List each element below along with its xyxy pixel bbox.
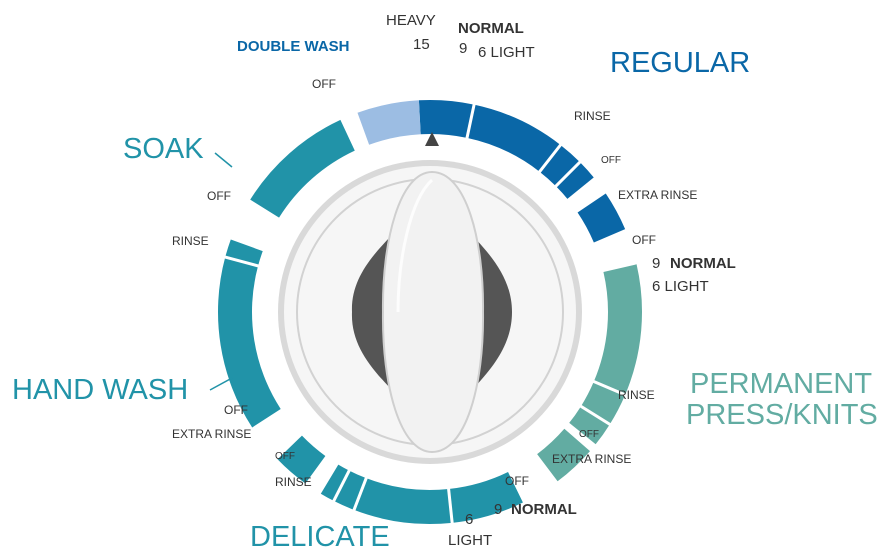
- regular-normal-label: NORMAL: [458, 20, 524, 37]
- perm-press-light-label: 6 LIGHT: [652, 278, 709, 295]
- cycle-label-double-wash: DOUBLE WASH: [237, 38, 350, 55]
- double-wash-off-label: OFF: [312, 77, 336, 91]
- perm-press-segment-normal: [594, 264, 642, 395]
- regular-extra-rinse-label: EXTRA RINSE: [618, 188, 697, 202]
- hand-wash-rinse-label: RINSE: [172, 234, 209, 248]
- regular-rinse-label: RINSE: [574, 109, 611, 123]
- cycle-label-hand-wash: HAND WASH: [12, 374, 188, 406]
- perm-press-extra-rinse-label: EXTRA RINSE: [552, 452, 631, 466]
- regular-light-label: 6 LIGHT: [478, 44, 535, 61]
- perm-press-off-label: OFF: [632, 233, 656, 247]
- delicate-segment-light: [354, 478, 452, 524]
- delicate-normal-number: 9: [494, 501, 502, 518]
- double-wash-segment: [357, 100, 420, 144]
- cycle-label-regular: REGULAR: [610, 47, 750, 79]
- delicate-off-small-label: OFF: [275, 451, 295, 462]
- cycle-label-permanent-press-1: PERMANENT: [690, 368, 872, 400]
- perm-press-rinse-label: RINSE: [618, 388, 655, 402]
- hand-wash-segment-main: [218, 257, 281, 427]
- regular-segment-heavy: [419, 100, 474, 138]
- hand-wash-off-label: OFF: [224, 403, 248, 417]
- cycle-label-delicate: DELICATE: [250, 521, 390, 550]
- regular-off-label: OFF: [601, 155, 621, 166]
- soak-off-label: OFF: [207, 189, 231, 203]
- delicate-light-number: 6: [465, 511, 473, 528]
- perm-press-normal-label: NORMAL: [670, 255, 736, 272]
- regular-heavy-number: 15: [413, 36, 430, 53]
- hand-wash-extra-rinse-label: EXTRA RINSE: [172, 427, 251, 441]
- delicate-normal-label: NORMAL: [511, 501, 577, 518]
- delicate-light-label: LIGHT: [448, 532, 492, 549]
- soak-leader-line: [215, 153, 232, 167]
- cycle-label-permanent-press-2: PRESS/KNITS: [686, 399, 878, 431]
- perm-press-normal-number: 9: [652, 255, 660, 272]
- selector-knob[interactable]: [278, 132, 582, 464]
- cycle-label-soak: SOAK: [123, 133, 204, 165]
- hand-wash-leader-line: [210, 378, 232, 390]
- delicate-off-label: OFF: [505, 474, 529, 488]
- perm-press-off-small-label: OFF: [579, 429, 599, 440]
- regular-normal-number: 9: [459, 40, 467, 57]
- delicate-rinse-label: RINSE: [275, 475, 312, 489]
- regular-heavy-label: HEAVY: [386, 12, 436, 29]
